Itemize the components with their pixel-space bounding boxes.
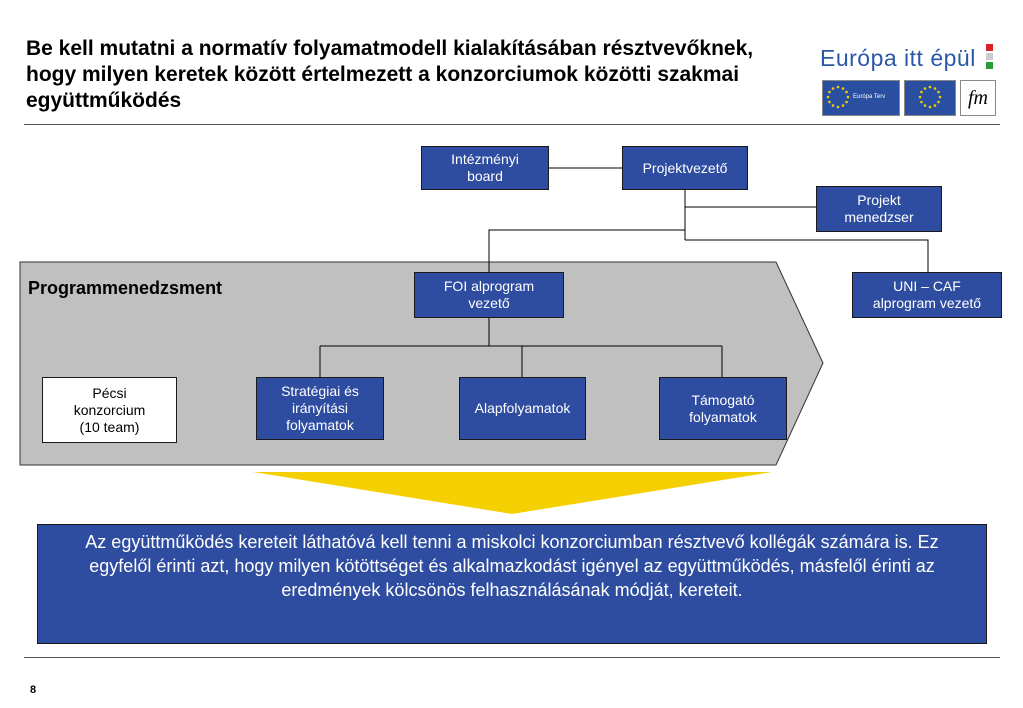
node-pecsi-konzorcium: Pécsi konzorcium (10 team): [42, 377, 177, 443]
eu-stars-icon: [826, 85, 850, 109]
programmenedzsment-arrow: [19, 261, 824, 466]
node-projektvezeto: Projektvezető: [622, 146, 748, 190]
eu-stars-icon: [918, 85, 942, 109]
logo-text: Európa itt épül: [820, 45, 976, 71]
connector-to-uni-caf: [685, 239, 929, 272]
node-projekt-menedzser: Projekt menedzser: [816, 186, 942, 232]
funnel-triangle: [253, 472, 772, 514]
node-alapfolyamatok: Alapfolyamatok: [459, 377, 586, 440]
logo-square-green: [986, 62, 993, 69]
slide-title: Be kell mutatni a normatív folyamatmodel…: [26, 37, 754, 112]
node-tamogato: Támogató folyamatok: [659, 377, 787, 440]
europa-itt-epul-logo: Európa itt épül Európa Terv fm: [820, 40, 1000, 125]
title-divider: [24, 124, 1000, 125]
logo-square-red: [986, 44, 993, 51]
connector-to-foi: [488, 229, 685, 272]
programmenedzsment-label: Programmenedzsment: [28, 278, 223, 298]
node-foi-alprogram: FOI alprogram vezető: [414, 272, 564, 318]
footer-divider: [24, 657, 1000, 658]
europa-terv-label: Európa Terv: [853, 94, 886, 100]
connector-lines: [319, 167, 929, 377]
node-uni-caf: UNI – CAF alprogram vezető: [852, 272, 1002, 318]
message-box: Az együttműködés kereteit láthatóvá kell…: [37, 524, 987, 644]
logo-square-white: [986, 53, 993, 60]
eu-flag-europa-terv: Európa Terv: [822, 80, 900, 116]
page-number: 8: [30, 684, 37, 696]
eu-flag-icon: [904, 80, 956, 116]
fm-logo: fm: [960, 80, 996, 116]
node-intezmenyi-board: Intézményi board: [421, 146, 549, 190]
node-strategiai: Stratégiai és irányítási folyamatok: [256, 377, 384, 440]
